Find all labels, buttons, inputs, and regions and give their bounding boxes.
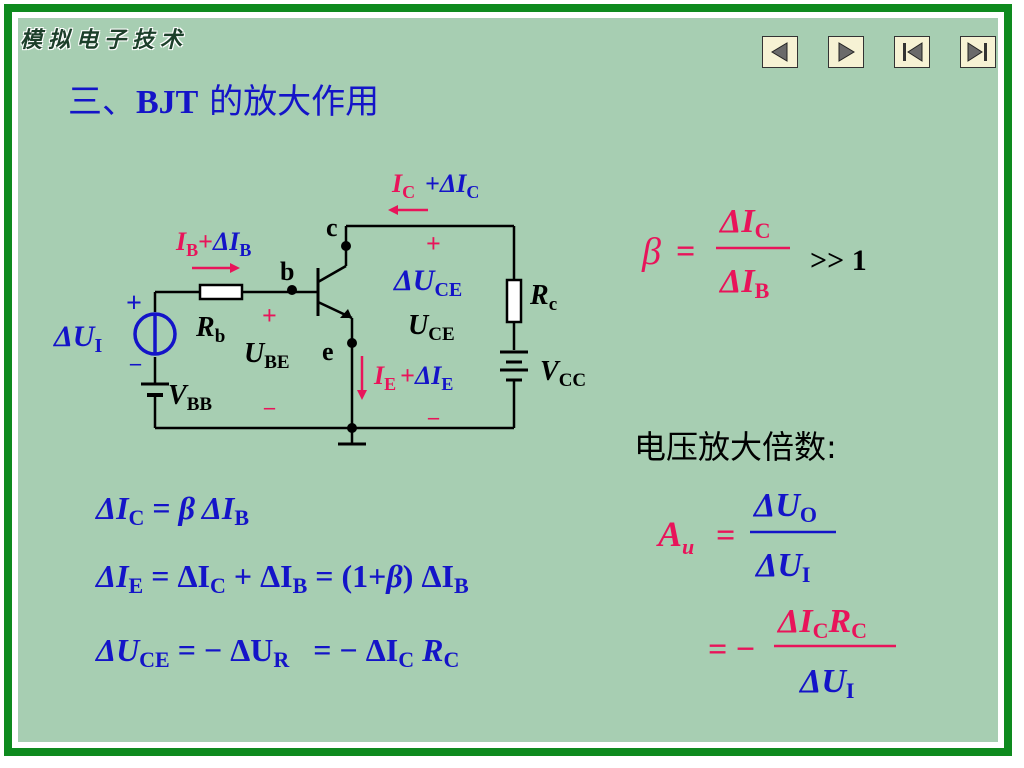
rb-label: Rb xyxy=(195,312,225,347)
uce-label: UCE xyxy=(408,310,455,345)
next-slide-button[interactable] xyxy=(828,36,864,68)
ube-label: UBE xyxy=(244,338,290,373)
battery-vcc-icon xyxy=(500,350,528,382)
node-e-label: e xyxy=(322,337,334,366)
uce-minus: – xyxy=(427,404,440,429)
node-b-label: b xyxy=(280,257,294,286)
resistor-rc xyxy=(505,278,523,324)
battery-vbb-icon xyxy=(141,382,169,397)
emitter-arrow-icon xyxy=(340,309,352,318)
first-slide-button[interactable] xyxy=(894,36,930,68)
beta-numerator: ΔIC xyxy=(718,203,770,243)
beta-much-greater: >> 1 xyxy=(810,244,867,277)
triangle-right-icon xyxy=(838,42,855,62)
au-symbol: Au xyxy=(656,514,694,559)
node-ground-dot xyxy=(347,423,357,433)
section-heading: 三、BJT 的放大作用 xyxy=(68,74,379,123)
gain-denominator-ui-2: ΔUI xyxy=(798,663,854,703)
transistor-collector-lead xyxy=(317,264,347,284)
course-logo: 模拟电子技术 xyxy=(20,27,189,53)
skip-last-icon xyxy=(967,42,987,62)
resistor-rb xyxy=(198,283,244,301)
dui-plus: + xyxy=(126,288,142,319)
ube-minus: – xyxy=(263,394,276,419)
beta-equals: = xyxy=(676,233,695,270)
duce-label: ΔUCE xyxy=(393,264,462,301)
equation-delta-uce: ΔUCE = − ΔUR = − ΔIC RC xyxy=(96,632,460,672)
ube-plus: + xyxy=(262,301,277,330)
heading-prefix: 三、 xyxy=(68,82,136,122)
node-c-label: c xyxy=(326,213,338,242)
previous-slide-button[interactable] xyxy=(762,36,798,68)
node-c-dot xyxy=(341,241,351,251)
gain-denominator-ui: ΔUI xyxy=(754,547,810,587)
vbb-label: VBB xyxy=(168,380,212,415)
last-slide-button[interactable] xyxy=(960,36,996,68)
rc-label: Rc xyxy=(529,280,557,315)
gain-equals-minus: = − xyxy=(708,631,755,668)
duce-plus: + xyxy=(426,229,441,258)
vcc-label: VCC xyxy=(540,356,586,391)
ib-label: IB+ΔIB xyxy=(175,227,251,260)
dui-minus: – xyxy=(129,350,142,375)
beta-symbol: β xyxy=(641,231,661,273)
dui-label: ΔUI xyxy=(53,320,102,357)
heading-suffix: 的放大作用 xyxy=(198,82,380,122)
voltage-gain-label: 电压放大倍数: xyxy=(634,428,837,466)
heading-bjt: BJT xyxy=(136,84,199,121)
gain-numerator-uo: ΔUO xyxy=(752,487,817,527)
node-e-dot xyxy=(347,338,357,348)
gain-numerator-icrc: ΔICRC xyxy=(776,603,867,643)
equation-delta-ic: ΔIC = β ΔIB xyxy=(96,490,250,530)
au-equals: = xyxy=(716,517,735,554)
ie-label: IE+ΔIE xyxy=(373,361,453,394)
beta-denominator: ΔIB xyxy=(718,263,770,303)
ic-label: IC+ΔIC xyxy=(391,169,479,202)
skip-first-icon xyxy=(903,42,923,62)
node-b-dot xyxy=(287,285,297,295)
triangle-left-icon xyxy=(771,42,788,62)
equation-delta-ie: ΔIE = ΔIC + ΔIB = (1+β) ΔIB xyxy=(96,558,469,598)
